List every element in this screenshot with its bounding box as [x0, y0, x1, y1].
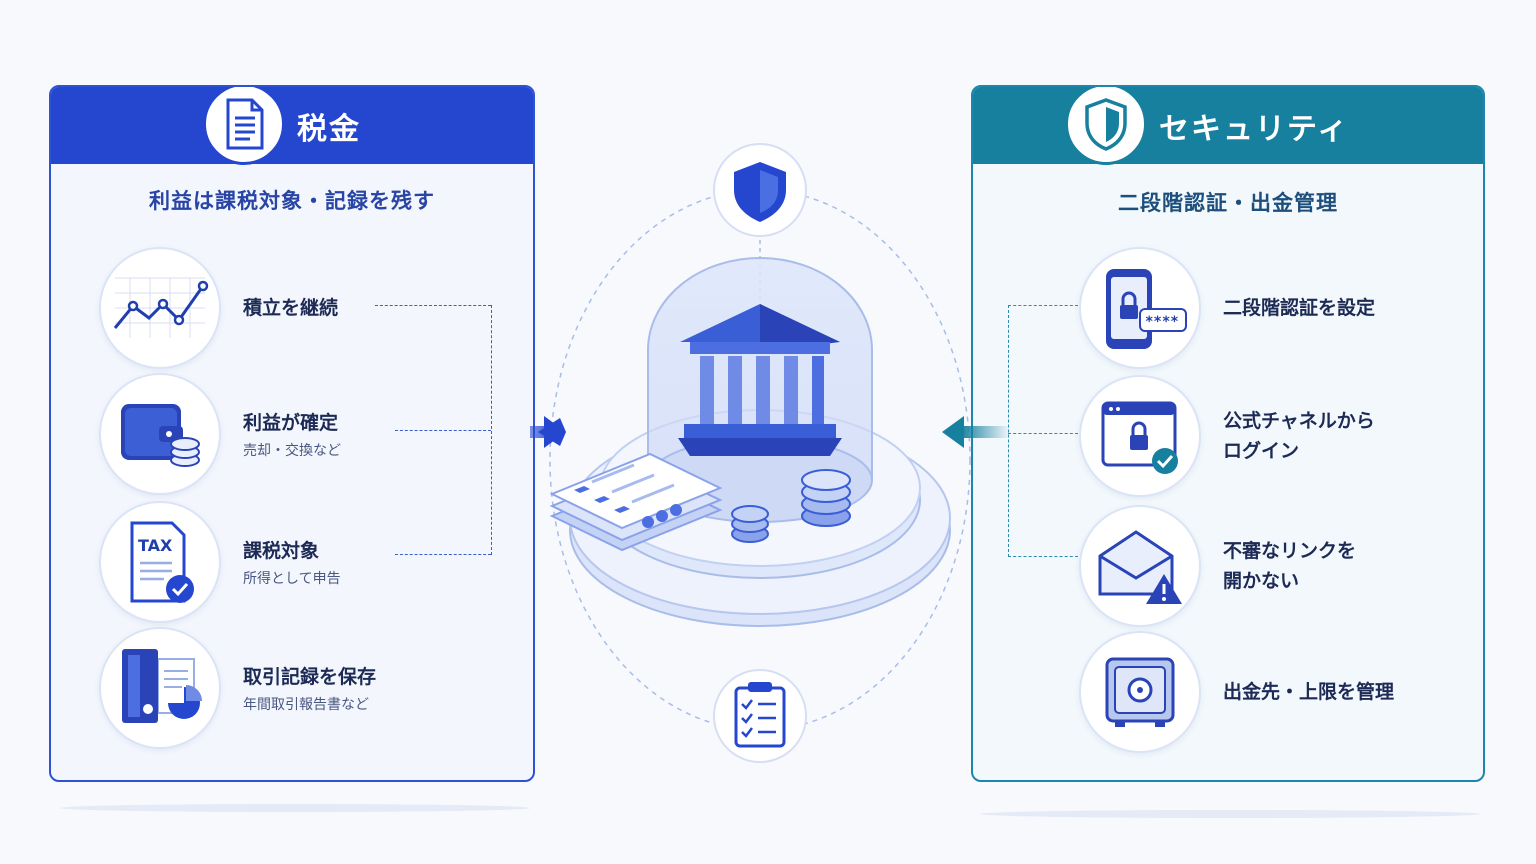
connector-right-3 — [1008, 556, 1078, 557]
center-illustration — [530, 143, 1010, 763]
connector-left-3 — [395, 554, 491, 555]
left-panel-shadow — [60, 804, 530, 812]
tax-panel-header: 税金 — [51, 87, 533, 165]
tax-item-records-sub: 年間取引報告書など — [243, 697, 369, 713]
tax-item-profit: 利益が確定 売却・交換など — [99, 373, 341, 495]
tax-item-taxable: TAX 課税対象 所得として申告 — [99, 501, 341, 623]
password-mask: **** — [1145, 314, 1179, 330]
connector-left-vertical — [491, 305, 492, 555]
clipboard-checklist-icon — [713, 669, 807, 763]
tax-document-icon: TAX — [99, 501, 221, 623]
security-item-official-login-title1: 公式チャネルから — [1223, 410, 1375, 432]
security-item-2fa: **** 二段階認証を設定 — [1079, 247, 1375, 369]
security-item-2fa-title: 二段階認証を設定 — [1223, 297, 1376, 319]
security-item-suspicious-link-title2: 開かない — [1223, 570, 1300, 592]
security-item-suspicious-link: 不審なリンクを 開かない — [1079, 505, 1356, 627]
tax-item-taxable-sub: 所得として申告 — [243, 571, 341, 587]
bank-building-icon — [678, 304, 842, 456]
tax-panel: 税金 利益は課税対象・記録を残す 積立を継続 — [49, 85, 535, 782]
tax-item-records: 取引記録を保存 年間取引報告書など — [99, 627, 376, 749]
security-panel-title: セキュリティ — [1159, 111, 1350, 147]
connector-right-1 — [1008, 305, 1078, 306]
binder-report-icon — [99, 627, 221, 749]
tax-item-savings: 積立を継続 — [99, 247, 338, 369]
safe-icon — [1079, 631, 1201, 753]
connector-right-2 — [1008, 433, 1078, 434]
phone-lock-icon: **** — [1079, 247, 1201, 369]
coin-stack-icon — [731, 469, 851, 543]
arrow-left-icon — [942, 416, 1010, 448]
shield-icon — [713, 143, 807, 237]
security-item-withdrawal: 出金先・上限を管理 — [1079, 631, 1394, 753]
tax-item-profit-sub: 売却・交換など — [243, 443, 341, 459]
email-warning-icon — [1079, 505, 1201, 627]
security-item-suspicious-link-title1: 不審なリンクを — [1223, 540, 1357, 562]
connector-left-2 — [395, 430, 491, 431]
document-stack-icon — [549, 452, 723, 552]
security-item-official-login-title2: ログイン — [1223, 440, 1300, 462]
wallet-coins-icon — [99, 373, 221, 495]
growth-chart-icon — [99, 247, 221, 369]
document-icon — [203, 87, 285, 165]
connector-left-1 — [375, 305, 491, 306]
tax-item-records-title: 取引記録を保存 — [243, 666, 377, 688]
tax-item-taxable-title: 課税対象 — [243, 540, 320, 562]
tax-doc-label: TAX — [138, 536, 173, 555]
right-panel-shadow — [980, 810, 1480, 818]
security-panel-subtitle: 二段階認証・出金管理 — [1118, 191, 1338, 215]
shield-icon — [1065, 87, 1147, 165]
security-item-official-login: 公式チャネルから ログイン — [1079, 375, 1375, 497]
arrow-right-icon — [530, 416, 566, 448]
security-panel-header: セキュリティ — [973, 87, 1483, 165]
security-panel: セキュリティ 二段階認証・出金管理 **** 二段階認証を設定 — [971, 85, 1485, 782]
tax-item-profit-title: 利益が確定 — [243, 412, 339, 434]
tax-item-savings-title: 積立を継続 — [243, 297, 339, 319]
tax-panel-subtitle: 利益は課税対象・記録を残す — [149, 189, 435, 213]
browser-lock-icon — [1079, 375, 1201, 497]
security-item-withdrawal-title: 出金先・上限を管理 — [1223, 681, 1395, 703]
tax-panel-title: 税金 — [297, 111, 361, 147]
